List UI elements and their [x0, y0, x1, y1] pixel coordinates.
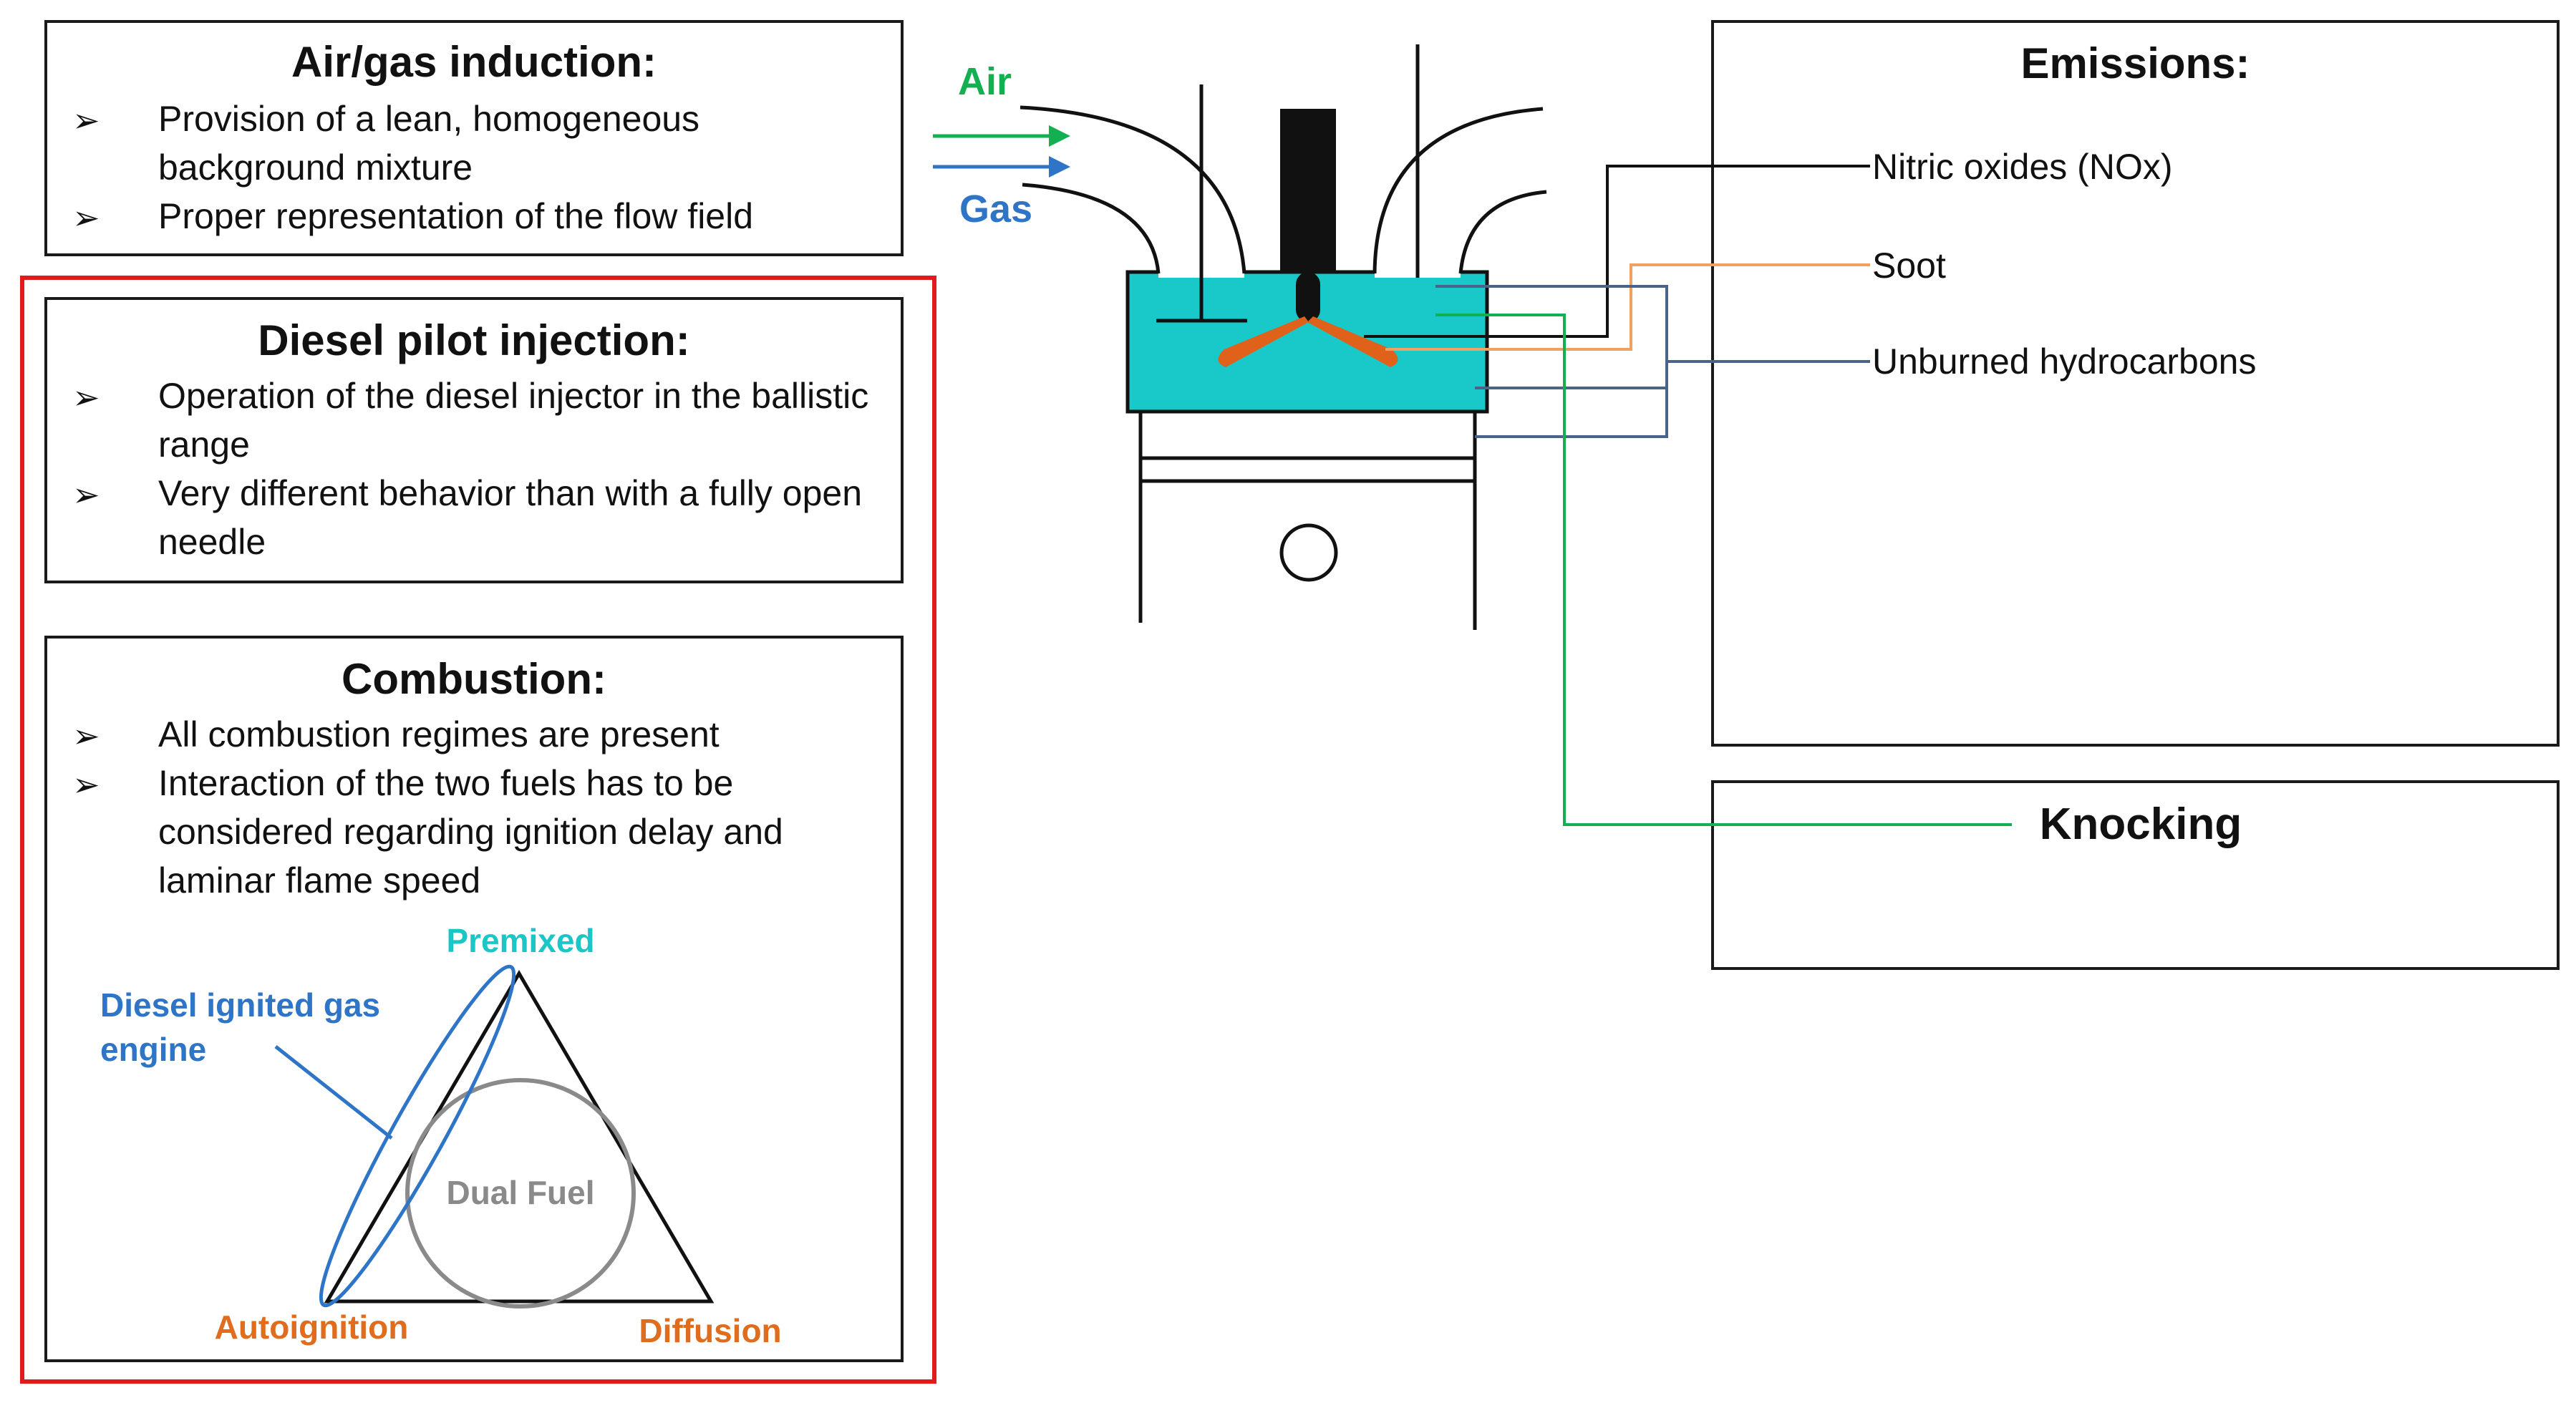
soot-connector	[1385, 263, 1870, 351]
air-gas-bullet-list: ➢Provision of a lean, homogeneous backgr…	[72, 94, 886, 241]
engine-cylinder	[1020, 44, 1547, 630]
diesel-ignited-ellipse	[319, 964, 516, 1308]
bullet-item: ➢All combustion regimes are present	[72, 710, 886, 759]
air-label: Air	[958, 60, 1012, 103]
knocking-box	[1711, 780, 2560, 970]
arrow-bullet-icon: ➢	[72, 199, 100, 236]
combustion-title: Combustion:	[342, 655, 606, 703]
diesel-ignited-pointer	[274, 1045, 393, 1140]
emission-item-soot: Soot	[1872, 246, 1946, 286]
arrow-bullet-icon: ➢	[72, 766, 100, 803]
emission-item-hydrocarbons: Unburned hydrocarbons	[1872, 341, 2256, 382]
gas-label: Gas	[959, 188, 1032, 230]
combustion-regime-triangle: Premixed Autoignition Diffusion Dual Fue…	[100, 922, 782, 1349]
dual-fuel-circle	[405, 1078, 636, 1309]
diesel-injector	[1280, 109, 1336, 273]
spray-left	[1218, 316, 1309, 367]
knocking-title: Knocking	[2040, 800, 2242, 849]
air-gas-induction-box: Air/gas induction: ➢Provision of a lean,…	[44, 20, 904, 256]
bullet-item: ➢Very different behavior than with a ful…	[72, 469, 886, 566]
bullet-item: ➢Interaction of the two fuels has to be …	[72, 759, 886, 905]
arrow-bullet-icon: ➢	[72, 717, 100, 754]
arrow-bullet-icon: ➢	[72, 102, 100, 139]
nox-connector	[1364, 165, 1870, 338]
emission-connectors	[1364, 165, 2012, 826]
dual-fuel-label: Dual Fuel	[446, 1174, 594, 1211]
arrow-bullet-icon: ➢	[72, 379, 100, 416]
gas-arrow-head	[1049, 156, 1070, 178]
bullet-item: ➢Operation of the diesel injector in the…	[72, 372, 886, 469]
air-gas-induction-title: Air/gas induction:	[291, 38, 657, 86]
exhaust-port-inner	[1372, 107, 1544, 274]
regime-triangle	[324, 970, 715, 1304]
piston-pin	[1279, 523, 1338, 582]
highlight-frame	[20, 276, 936, 1384]
diesel-ignited-label-line1: Diesel ignited gas	[100, 986, 380, 1024]
intake-arrows: Air Gas	[933, 60, 1070, 230]
diesel-bullet-list: ➢Operation of the diesel injector in the…	[72, 372, 886, 566]
knocking-connector	[1435, 314, 2012, 826]
bullet-item: ➢Provision of a lean, homogeneous backgr…	[72, 94, 886, 192]
intake-port-outer	[1020, 105, 1246, 274]
air-arrow-head	[1049, 125, 1070, 147]
autoignition-label: Autoignition	[215, 1309, 409, 1346]
bullet-item: ➢Proper representation of the flow field	[72, 192, 886, 241]
arrow-bullet-icon: ➢	[72, 476, 100, 513]
diesel-pilot-injection-title: Diesel pilot injection:	[258, 316, 690, 364]
premixed-label: Premixed	[446, 922, 594, 959]
combustion-bullet-list: ➢All combustion regimes are present ➢Int…	[72, 710, 886, 905]
emissions-box: Emissions:	[1711, 20, 2560, 747]
intake-port-inner	[1022, 183, 1161, 274]
spray-right	[1307, 316, 1398, 367]
exhaust-port-outer	[1458, 190, 1547, 274]
injector-nozzle	[1296, 272, 1320, 322]
diesel-pilot-injection-box: Diesel pilot injection: ➢Operation of th…	[44, 297, 904, 583]
diesel-ignited-label-line2: engine	[100, 1031, 206, 1068]
diffusion-label: Diffusion	[639, 1312, 781, 1349]
emissions-title: Emissions:	[2020, 39, 2250, 87]
emission-item-nox: Nitric oxides (NOx)	[1872, 147, 2172, 187]
